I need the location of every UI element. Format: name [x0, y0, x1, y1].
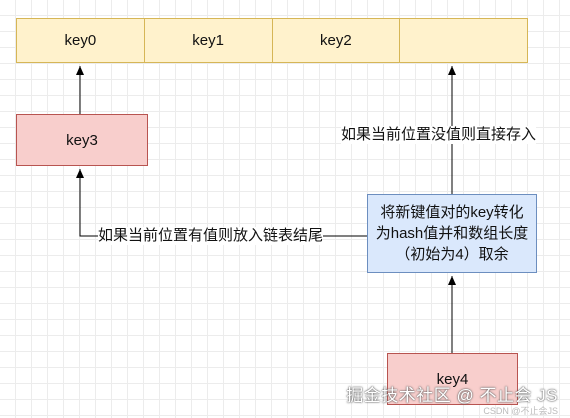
label-append-list: 如果当前位置有值则放入链表结尾 — [98, 227, 324, 245]
array-cell-empty — [400, 19, 527, 62]
label-store-direct: 如果当前位置没值则直接存入 — [341, 126, 537, 144]
hash-array: key0 key1 key2 — [16, 18, 528, 63]
process-text: 将新键值对的key转化为hash值并和数组长度（初始为4）取余 — [375, 204, 529, 263]
array-cell-key0: key0 — [17, 19, 145, 62]
watermark-small: CSDN @不止会JS — [483, 406, 558, 416]
node-key4: key4 — [387, 353, 518, 405]
node-key3: key3 — [16, 114, 148, 166]
array-cell-key2: key2 — [273, 19, 401, 62]
array-cell-key1: key1 — [145, 19, 273, 62]
process-hash-mod: 将新键值对的key转化为hash值并和数组长度（初始为4）取余 — [367, 194, 537, 273]
arrow-process-to-key3 — [76, 169, 367, 237]
watermark-main: 掘金技术社区 @ 不止会 JS — [346, 386, 558, 405]
